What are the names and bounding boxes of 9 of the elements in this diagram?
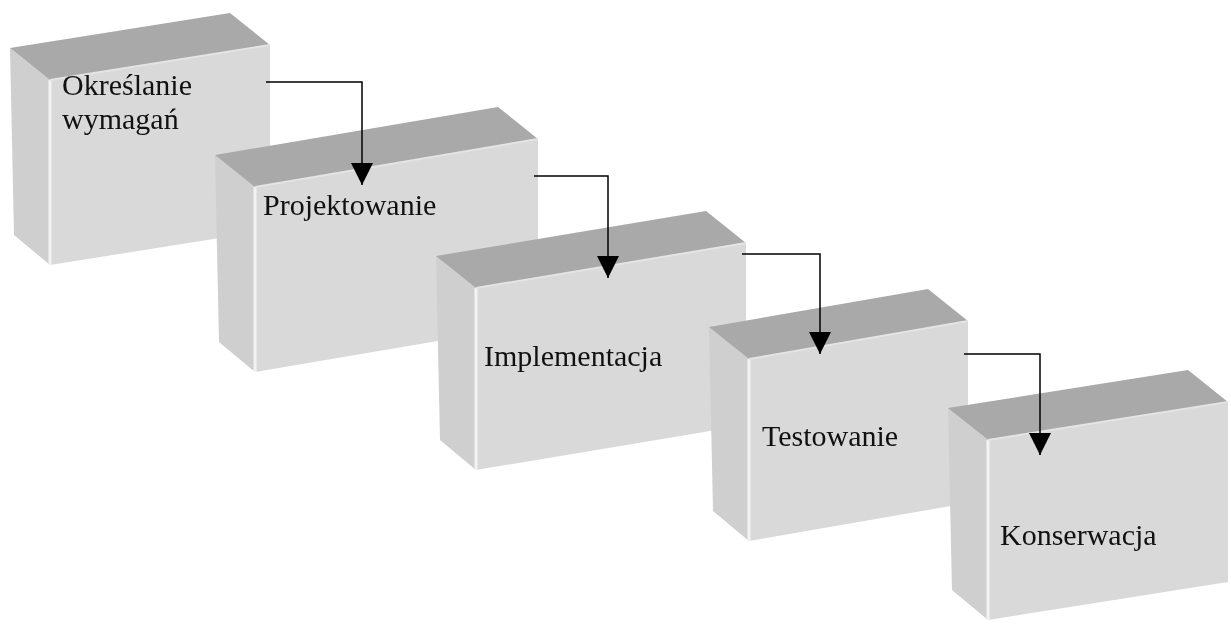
arrow [533, 175, 619, 279]
arrow [265, 81, 373, 186]
arrow [963, 353, 1051, 456]
box-label: Projektowanie [263, 188, 438, 222]
box-label: Określanie wymagań [62, 68, 193, 136]
box-label: Testowanie [762, 419, 900, 453]
box-label: Konserwacja [1000, 518, 1158, 552]
box-label: Implementacja [484, 339, 664, 373]
arrow [741, 253, 831, 355]
